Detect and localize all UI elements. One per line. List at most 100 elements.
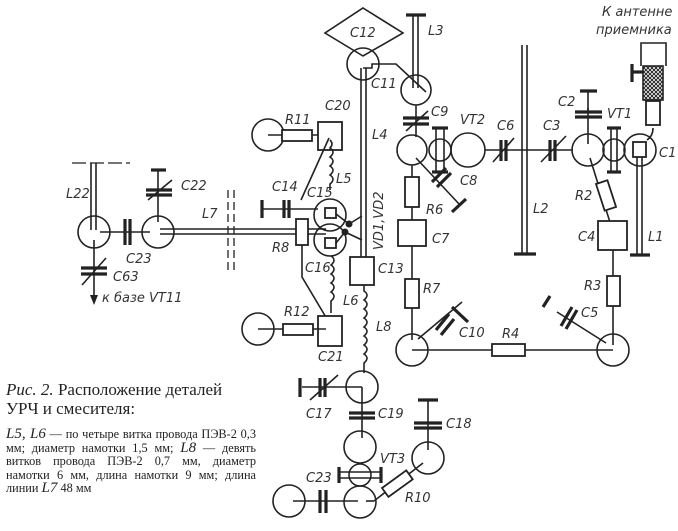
c10-plate-b <box>439 317 456 337</box>
label-r4: R4 <box>502 327 519 342</box>
label-c6: C6 <box>497 119 514 134</box>
c15-chip <box>324 207 337 219</box>
coax-jacket <box>640 42 667 66</box>
label-l1: L1 <box>648 230 664 245</box>
label-c16: C16 <box>305 261 331 276</box>
note-text-l5-l6: — по четыре витка провода ПЭВ-2 0,3 мм; … <box>6 427 257 455</box>
label-vt1: VT1 <box>607 107 632 122</box>
label-c3: C3 <box>543 119 560 134</box>
r3-resistor <box>606 275 621 307</box>
label-c4: C4 <box>578 230 595 245</box>
c6-trim-arrow <box>492 137 515 163</box>
c20-pad <box>317 121 343 151</box>
label-r8: R8 <box>272 241 289 256</box>
l5-coil <box>328 139 334 190</box>
label-r3: R3 <box>584 279 601 294</box>
label-c23-left: C23 <box>126 252 152 267</box>
note-text-l7: 48 мм <box>60 481 92 496</box>
arrow-to-vt11-icon <box>90 295 98 305</box>
r4-resistor <box>491 343 526 357</box>
l6-coil <box>329 255 335 313</box>
c1-pad <box>623 133 657 167</box>
vt1-body <box>602 138 626 162</box>
label-r11: R11 <box>285 113 311 128</box>
label-c23-bottom: C23 <box>306 471 332 486</box>
c21-pad <box>317 315 343 347</box>
c5-plate-a <box>564 309 579 330</box>
c8-ground <box>450 197 468 214</box>
caption-title: Рис. 2. Расположение деталей УРЧ и смеси… <box>6 380 256 418</box>
label-c63: C63 <box>113 270 139 285</box>
label-l8: L8 <box>376 320 392 335</box>
label-l6: L6 <box>343 294 359 309</box>
c7-pad <box>397 219 427 247</box>
label-c15: C15 <box>307 186 333 201</box>
label-c22: C22 <box>181 179 207 194</box>
note-ref-l8: L8 <box>180 439 197 456</box>
figure-caption: Рис. 2. Расположение деталей УРЧ и смеси… <box>6 380 256 496</box>
label-r10: R10 <box>405 491 431 506</box>
label-c20: C20 <box>325 99 351 114</box>
label-c11: C11 <box>371 77 397 92</box>
label-c10: C10 <box>459 326 485 341</box>
label-c18: C18 <box>446 417 472 432</box>
label-r2: R2 <box>575 189 592 204</box>
trace-coax <box>646 127 654 141</box>
label-r6: R6 <box>426 203 443 218</box>
trace-c8 <box>415 157 461 206</box>
label-l2: L2 <box>533 202 549 217</box>
caption-title-text: Расположение деталей УРЧ и смесителя: <box>6 380 223 418</box>
c9-trim-arrow <box>405 110 429 132</box>
label-c2: C2 <box>558 95 575 110</box>
c10-ground <box>450 305 470 324</box>
trace-c20-r8 <box>300 137 330 201</box>
trace-c11-l3 <box>363 63 427 93</box>
r10-resistor <box>380 469 414 499</box>
label-c5: C5 <box>581 306 598 321</box>
label-l22: L22 <box>66 187 90 202</box>
label-vt2: VT2 <box>460 113 485 128</box>
r2-resistor <box>594 179 618 212</box>
vt3-body <box>348 463 372 487</box>
label-r7: R7 <box>423 282 441 297</box>
label-c7: C7 <box>432 232 450 247</box>
c12-pad <box>323 7 405 57</box>
c13-pad <box>349 256 375 286</box>
c8-plate-b <box>435 171 453 189</box>
note-ref-l7: L7 <box>41 480 58 497</box>
c16-chip <box>324 237 337 249</box>
label-c14: C14 <box>272 180 298 195</box>
trace-vd1-l4 <box>348 215 363 225</box>
c8-plate-a <box>430 166 448 184</box>
r8-resistor <box>295 218 309 246</box>
coax-braid <box>642 65 664 101</box>
vt2-body <box>428 138 452 162</box>
label-c8: C8 <box>460 174 477 189</box>
coax-center <box>645 100 661 126</box>
l3-pad <box>400 74 432 106</box>
label-c17: C17 <box>306 407 332 422</box>
vt2-pad-left <box>396 134 428 166</box>
r7-resistor <box>404 278 420 309</box>
note-text-l8: — девять витков провода ПЭВ-2 0,7 мм, ди… <box>6 440 256 496</box>
trace-vd2-l4 <box>344 231 363 241</box>
label-c19: C19 <box>378 407 404 422</box>
l8-coil <box>362 285 368 373</box>
label-l7: L7 <box>202 207 218 222</box>
label-vd1-vd2: VD1,VD2 <box>372 192 387 250</box>
label-c12: C12 <box>350 26 376 41</box>
label-c9: C9 <box>431 105 448 120</box>
label-vt3: VT3 <box>380 452 405 467</box>
trace-c10 <box>417 301 463 340</box>
c5-plate-b <box>559 306 574 327</box>
label-l5: L5 <box>336 172 352 187</box>
label-c21: C21 <box>318 350 344 365</box>
caption-notes: L5, L6 — по четыре витка провода ПЭВ-2 0… <box>6 426 257 497</box>
r12-resistor <box>282 323 314 336</box>
vt2-pad-right <box>450 132 486 168</box>
antenna-note-line1: К антенне <box>602 5 672 20</box>
note-ref-l5-l6: L5, L6 <box>6 426 46 442</box>
trace-r8-c21 <box>301 245 328 320</box>
c15-pad <box>313 198 347 232</box>
